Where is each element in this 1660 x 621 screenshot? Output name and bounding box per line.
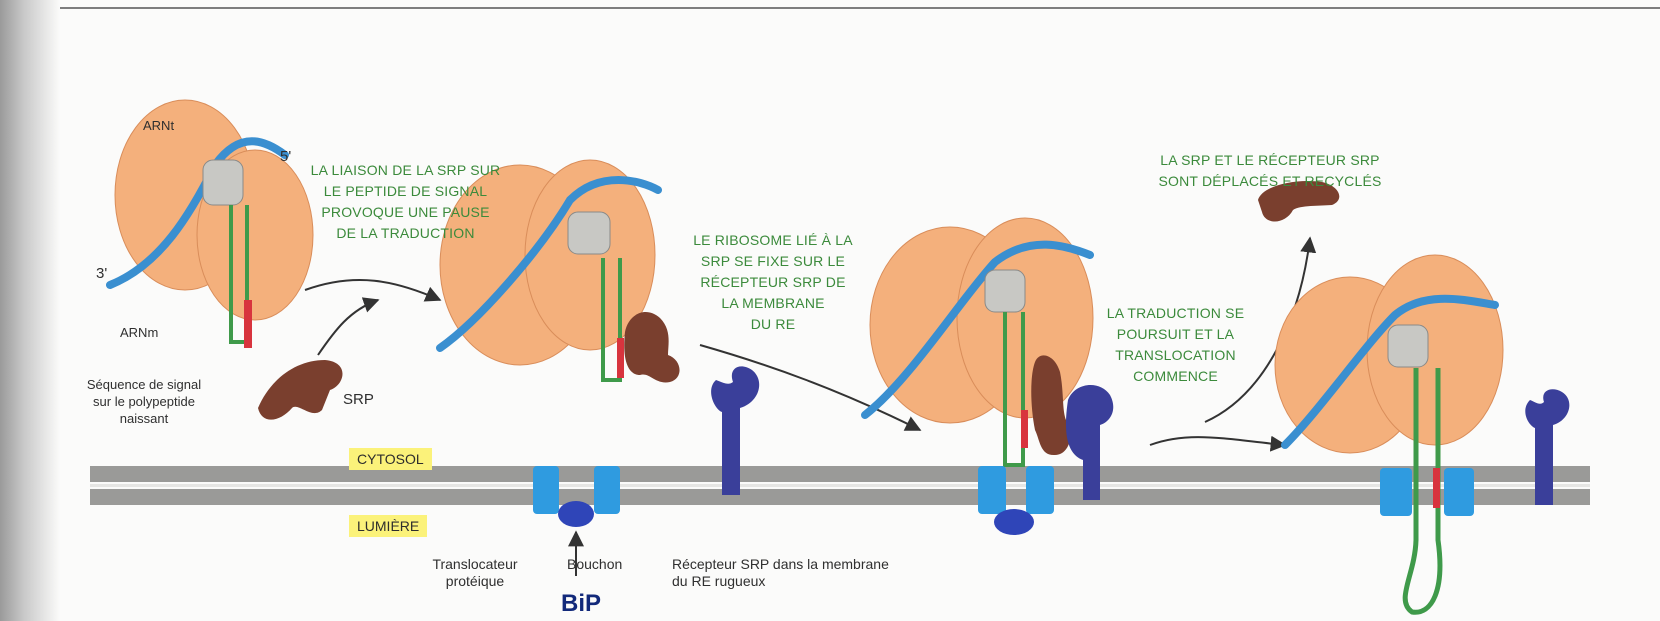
ribosome-stage-4 — [1275, 255, 1503, 612]
bouchon-label: Bouchon — [567, 556, 622, 573]
trna — [203, 160, 243, 205]
translocator-right — [1444, 468, 1474, 516]
trna — [1388, 325, 1428, 367]
step-4-caption: LA SRP ET LE RÉCEPTEUR SRP SONT DÉPLACÉS… — [1150, 150, 1390, 192]
signal-peptide — [1021, 410, 1028, 448]
five-prime-label: 5' — [280, 148, 291, 165]
lumiere-tag: LUMIÈRE — [349, 515, 427, 537]
recepteur-srp-label: Récepteur SRP dans la membrane du RE rug… — [672, 556, 889, 590]
step-3-caption: LA TRADUCTION SE POURSUIT ET LA TRANSLOC… — [1093, 303, 1258, 387]
translocateur-label: Translocateur protéique — [410, 556, 540, 590]
translocator-right — [1026, 466, 1054, 514]
ribosome-stage-1 — [110, 100, 313, 348]
signal-peptide — [1433, 468, 1440, 508]
arrow-to-stage-2 — [305, 280, 440, 300]
cytosol-tag: CYTOSOL — [349, 448, 432, 470]
plug-bouchon — [994, 509, 1034, 535]
arrow-srp-binding — [318, 300, 378, 355]
signal-peptide — [617, 338, 624, 378]
srp-particle-bound — [624, 312, 679, 382]
plug-bouchon — [558, 501, 594, 527]
arnt-label: ARNt — [143, 117, 174, 134]
arrow-to-stage-4 — [1150, 437, 1285, 445]
srp-label: SRP — [343, 391, 374, 408]
three-prime-label: 3' — [96, 265, 107, 282]
srp-particle-free — [258, 360, 343, 420]
translocator-right — [594, 466, 620, 514]
er-membrane — [90, 466, 1590, 505]
arnm-label: ARNm — [120, 324, 158, 341]
bip-label: BiP — [561, 590, 601, 618]
ribosome-stage-3 — [865, 218, 1113, 500]
translocator-left — [978, 466, 1006, 514]
trna — [568, 212, 610, 254]
translocator-left — [1380, 468, 1412, 516]
ribosome-small-subunit — [1367, 255, 1503, 445]
translocator-left — [533, 466, 559, 514]
trna — [985, 270, 1025, 312]
step-1-caption: LA LIAISON DE LA SRP SUR LE PEPTIDE DE S… — [293, 160, 518, 244]
srp-receptor-free-stage-4 — [1525, 389, 1569, 505]
signal-sequence-label: Séquence de signal sur le polypeptide na… — [74, 376, 214, 427]
srp-receptor-docked — [1066, 385, 1113, 500]
signal-peptide — [244, 300, 252, 348]
step-2-caption: LE RIBOSOME LIÉ À LA SRP SE FIXE SUR LE … — [693, 230, 853, 335]
